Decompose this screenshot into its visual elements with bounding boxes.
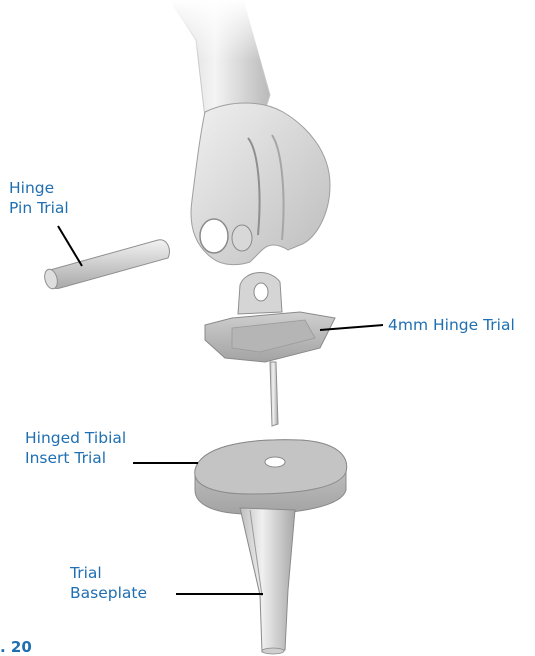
label-hinge-trial-line-1: 4mm Hinge Trial	[388, 315, 515, 335]
trial-baseplate-stem	[240, 508, 295, 654]
label-hinged-tibial-insert-trial: Hinged Tibial Insert Trial	[25, 428, 126, 468]
label-hinge-pin-trial: Hinge Pin Trial	[9, 178, 69, 218]
label-trial-baseplate: Trial Baseplate	[70, 563, 147, 603]
leader-line-hinge-pin	[58, 226, 82, 266]
hinge-pin-trial	[43, 240, 170, 290]
label-baseplate-line-2: Baseplate	[70, 583, 147, 603]
hinge-trial-component	[205, 273, 335, 426]
label-baseplate-line-1: Trial	[70, 563, 147, 583]
label-tibial-line-1: Hinged Tibial	[25, 428, 126, 448]
leader-lines	[58, 226, 383, 594]
label-hinge-pin-line-2: Pin Trial	[9, 198, 69, 218]
label-tibial-line-2: Insert Trial	[25, 448, 126, 468]
label-4mm-hinge-trial: 4mm Hinge Trial	[388, 315, 515, 335]
label-hinge-pin-line-1: Hinge	[9, 178, 69, 198]
femoral-component	[165, 0, 330, 265]
figure-number: . 20	[0, 638, 32, 656]
tibial-insert-trial	[195, 440, 347, 514]
